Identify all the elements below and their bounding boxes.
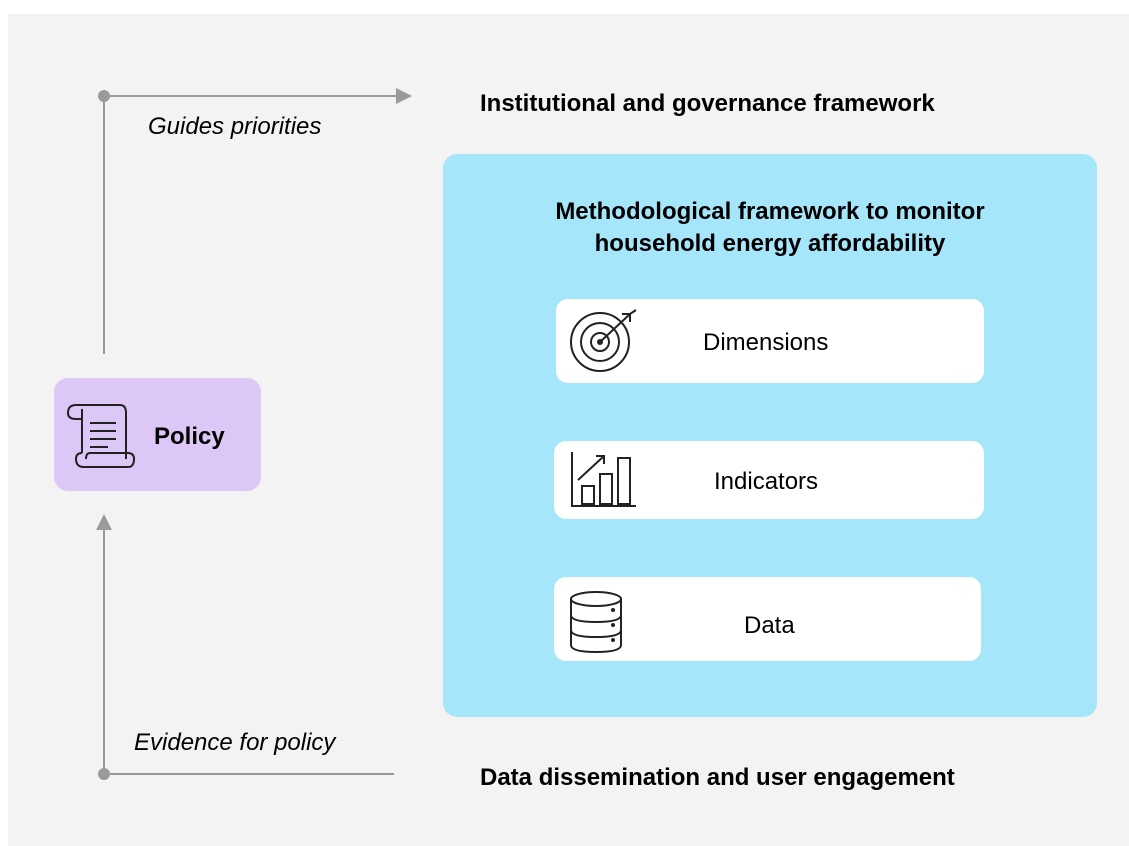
policy-label: Policy	[154, 423, 225, 450]
method-title-line-1: Methodological framework to monitor	[555, 198, 985, 225]
guides-priorities-label: Guides priorities	[148, 113, 322, 140]
evidence-for-policy-label: Evidence for policy	[134, 729, 336, 756]
indicators-label: Indicators	[714, 468, 819, 495]
target-icon	[570, 309, 637, 372]
bar-chart-growth-icon	[571, 452, 636, 507]
methodological-framework-title: Methodological framework to monitor hous…	[443, 196, 1097, 260]
bottom-arrowhead-up	[96, 514, 112, 530]
data-card[interactable]	[554, 577, 981, 661]
database-icon	[570, 591, 622, 654]
method-title-line-2: household energy affordability	[594, 230, 946, 257]
institutional-framework-label: Institutional and governance framework	[480, 90, 935, 117]
data-label: Data	[744, 612, 795, 639]
data-dissemination-label: Data dissemination and user engagement	[480, 764, 955, 791]
bottom-connector-dot	[98, 768, 110, 780]
policy-box[interactable]	[54, 378, 261, 491]
dimensions-label: Dimensions	[703, 329, 829, 356]
top-connector-dot	[98, 90, 110, 102]
scroll-document-icon	[66, 404, 136, 468]
top-arrowhead-right	[396, 88, 412, 104]
